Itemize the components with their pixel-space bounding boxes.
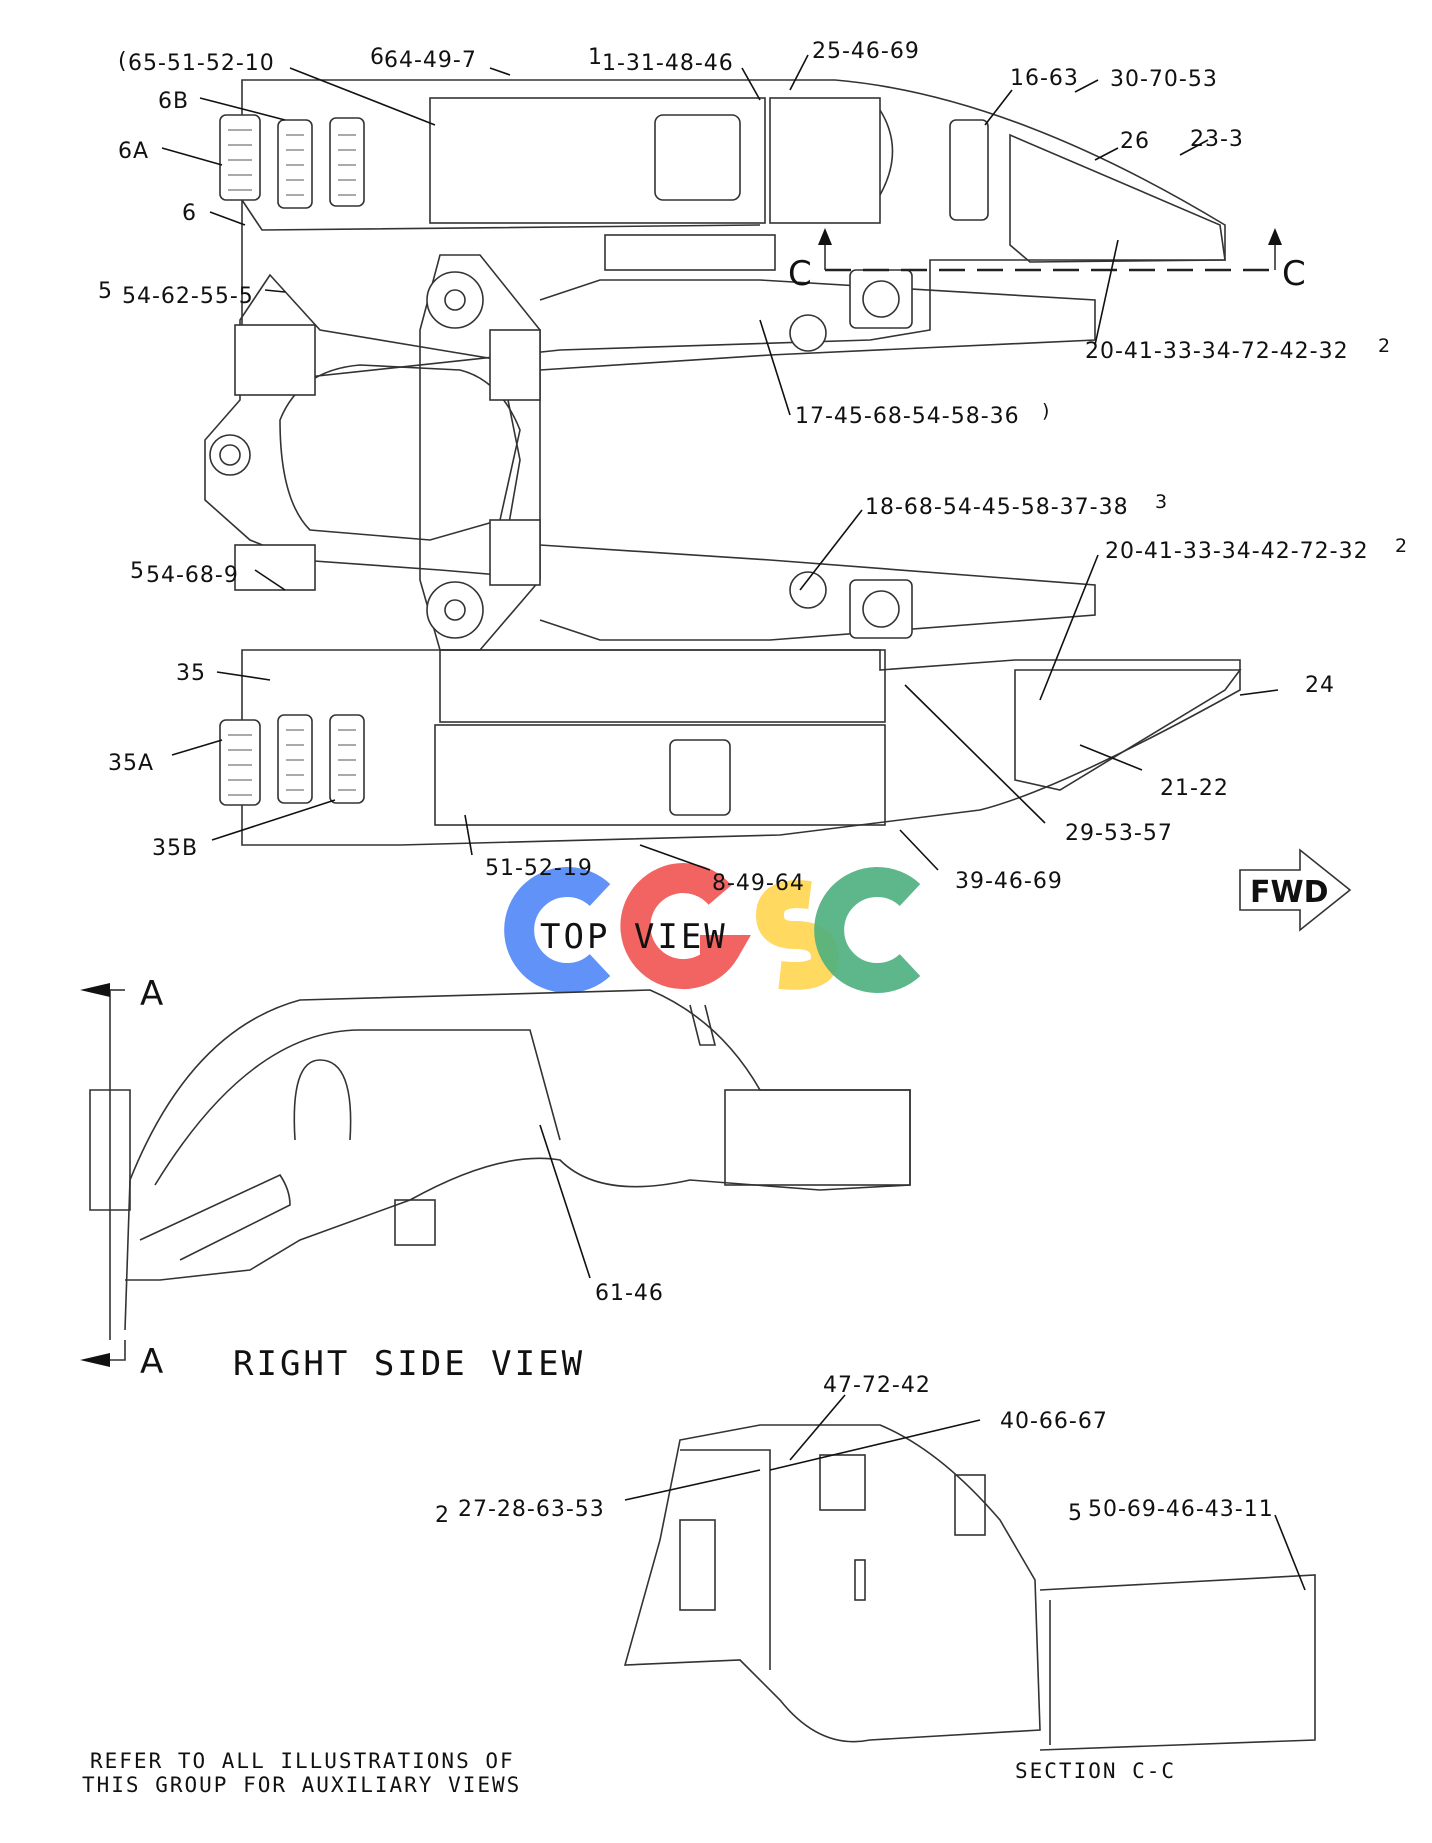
callout-6b: 6B	[158, 89, 189, 114]
callout-superscript: 2	[1395, 535, 1407, 557]
section-c-c-title: SECTION C-C	[1015, 1759, 1176, 1783]
callout-6: 6	[182, 201, 197, 226]
callout-54-62-55-5: 54-62-55-5	[122, 284, 254, 309]
note-line-1: REFER TO ALL ILLUSTRATIONS OF	[90, 1749, 515, 1773]
callout-8-49-64: 8-49-64	[712, 871, 805, 896]
callout-prefix: 2	[435, 1503, 450, 1528]
callout-superscript: )	[1042, 400, 1049, 422]
callout-23-3: 23-3	[1190, 127, 1244, 152]
note-line-2: THIS GROUP FOR AUXILIARY VIEWS	[82, 1773, 521, 1797]
callout-20-41-33-34-72-42-32: 20-41-33-34-72-42-32	[1085, 339, 1349, 364]
callout-64-49-7: 64-49-7	[384, 48, 477, 73]
callout-prefix: 5	[98, 279, 113, 304]
callout-leaders	[161, 54, 1306, 1591]
callout-prefix: 1	[588, 45, 603, 70]
callout-65-51-52-10: 65-51-52-10	[128, 51, 275, 76]
section-mark-a-top: A	[140, 974, 163, 1014]
callout-prefix: 5	[130, 559, 145, 584]
callout-30-70-53: 30-70-53	[1110, 67, 1218, 92]
section-c-c-drawing	[623, 1424, 1316, 1751]
callout-25-46-69: 25-46-69	[812, 39, 920, 64]
callout-prefix: (	[118, 49, 128, 74]
right-side-view-title: RIGHT SIDE VIEW	[233, 1344, 585, 1384]
callout-17-45-68-54-58-36: 17-45-68-54-58-36	[795, 404, 1020, 429]
callout-29-53-57: 29-53-57	[1065, 821, 1173, 846]
top-view-title: TOP VIEW	[540, 917, 728, 957]
callout-prefix: 5	[1068, 1501, 1083, 1526]
callout-47-72-42: 47-72-42	[823, 1373, 931, 1398]
callout-21-22: 21-22	[1160, 776, 1229, 801]
callout-35: 35	[176, 661, 206, 686]
callout-35b: 35B	[152, 836, 198, 861]
callout-50-69-46-43-11: 50-69-46-43-11	[1088, 1497, 1274, 1522]
callout-39-46-69: 39-46-69	[955, 869, 1063, 894]
watermark-logo	[504, 863, 921, 993]
callout-54-68-9: 54-68-9	[146, 563, 239, 588]
section-mark-a-bottom: A	[140, 1342, 163, 1382]
right-side-view-drawing	[80, 983, 911, 1367]
callout-61-46: 61-46	[595, 1281, 664, 1306]
callout-24: 24	[1305, 673, 1335, 698]
section-mark-c-right: C	[1282, 254, 1306, 294]
section-mark-c-left: C	[788, 254, 812, 294]
top-view-drawing	[204, 79, 1282, 846]
forward-arrow-icon	[1239, 848, 1352, 932]
callout-20-41-33-34-42-72-32: 20-41-33-34-42-72-32	[1105, 539, 1369, 564]
callout-prefix: 6	[370, 45, 385, 70]
callout-1-31-48-46: 1-31-48-46	[602, 51, 734, 76]
callout-superscript: 3	[1155, 491, 1167, 513]
callout-16-63: 16-63	[1010, 66, 1079, 91]
callout-40-66-67: 40-66-67	[1000, 1409, 1108, 1434]
callout-27-28-63-53: 27-28-63-53	[458, 1497, 605, 1522]
callout-superscript: 2	[1378, 335, 1390, 357]
callout-6a: 6A	[118, 139, 149, 164]
fwd-label: FWD	[1250, 875, 1329, 910]
callout-18-68-54-45-58-37-38: 18-68-54-45-58-37-38	[865, 495, 1129, 520]
callout-35a: 35A	[108, 751, 154, 776]
callout-26: 26	[1120, 129, 1150, 154]
callout-51-52-19: 51-52-19	[485, 856, 593, 881]
